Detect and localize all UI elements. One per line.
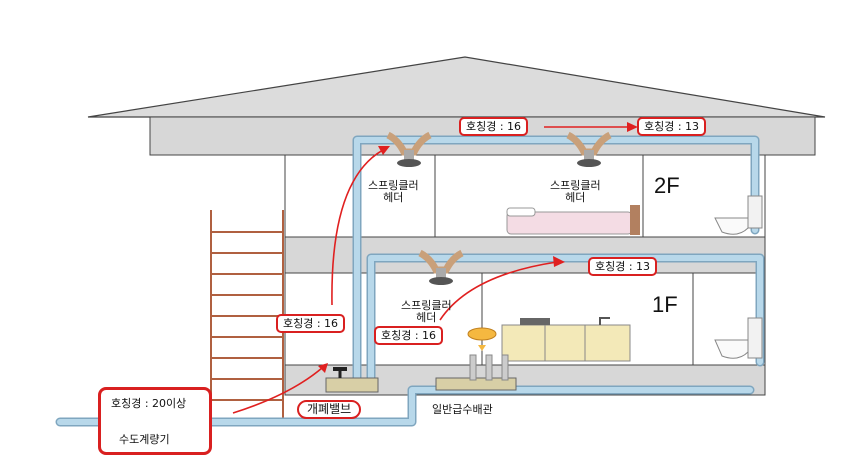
meter-pipe-size-label: 호칭경 : 20이상 [111,397,187,410]
arrow-meter-to-valve [232,367,323,414]
main-valve [325,367,379,393]
sprinkler-head-2f-right [566,131,612,167]
water-meter-label: 수도계량기 [119,433,170,446]
sprinkler-label-1f: 스프링클러 헤더 [401,299,452,324]
arrow-riser-to-2f [331,149,384,306]
general-supply-manifold [435,327,517,391]
kitchen-counter [501,317,631,362]
pipe-size-label-1f-end: 호칭경 : 13 [588,257,658,276]
sprinkler-head-2f-left [386,131,432,167]
pipe-size-label-2f-end: 호칭경 : 13 [637,117,707,136]
arrow-1f-riser [439,261,558,321]
sprinkler-label-2f-right: 스프링클러 헤더 [550,179,601,204]
toilet-1f [714,317,763,359]
sprinkler-label-2f-left: 스프링클러 헤더 [368,179,419,204]
pipe-size-label-2f-main: 호칭경 : 16 [459,117,529,136]
water-meter-callout [98,387,212,455]
floor-label-2f: 2F [654,173,680,198]
water-pipes [55,135,765,427]
sprinkler-head-1f [418,249,464,285]
flow-arrows [232,126,630,414]
pipe-size-label-riser-inner: 호칭경 : 16 [374,326,444,345]
bed [506,205,640,235]
staircase [210,210,284,420]
toilet-2f [714,195,763,235]
main-valve-label: 개폐밸브 [297,400,362,419]
floor-label-1f: 1F [652,292,678,317]
general-supply-label: 일반급수배관 [432,403,493,416]
roof [87,56,826,118]
arrow-heads [318,122,638,373]
pipe-size-label-riser-outer: 호칭경 : 16 [276,314,346,333]
